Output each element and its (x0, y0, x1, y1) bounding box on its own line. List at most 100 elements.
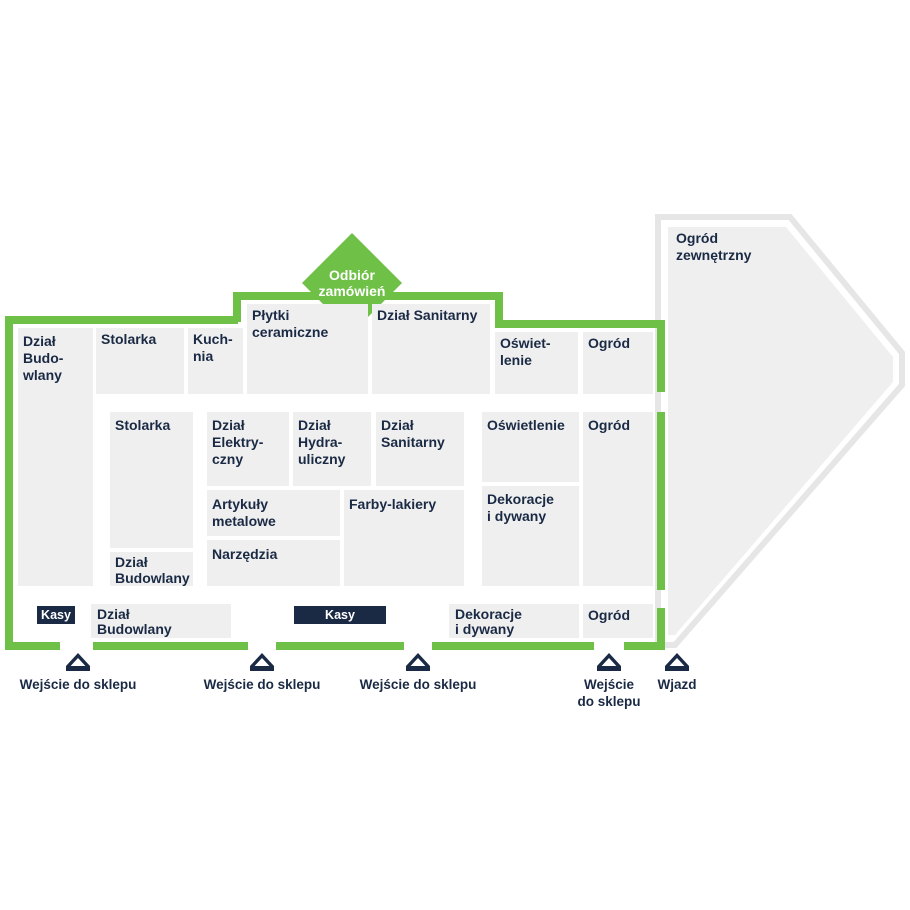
garden-label-line2: zewnętrzny (676, 247, 752, 263)
zone-artykuly[interactable]: Artykuły metalowe (207, 490, 340, 536)
zone-label: Dział (115, 554, 148, 570)
checkout-left[interactable]: Kasy (37, 606, 75, 624)
zone-label: Płytki (252, 307, 289, 323)
zone-ogrod-top-area (583, 332, 653, 394)
zone-dekoracje-bottom[interactable]: Dekoracje i dywany (449, 604, 579, 638)
zone-sanitarny-top[interactable]: Dział Sanitarny (372, 304, 490, 394)
zone-label: Sanitarny (381, 434, 445, 450)
vehicle-entrance-label: Wjazd (658, 677, 697, 692)
zone-ogrod-mid-area (583, 412, 653, 586)
entrance-arrow-icon (665, 653, 689, 671)
wall-bottom-5 (624, 642, 665, 650)
entrance-1[interactable]: Wejście do sklepu (20, 653, 137, 692)
checkout-left-bar (37, 606, 75, 624)
zone-budowlany-left[interactable]: Dział Budo- wlany (18, 328, 93, 586)
zone-sanitarny-mid-area (376, 412, 464, 486)
checkout-center[interactable]: Kasy (294, 606, 386, 624)
pickup-label-line1: Odbiór (329, 267, 375, 283)
zone-label: Artykuły (212, 496, 268, 512)
zone-label: Oświetlenie (487, 417, 565, 433)
zone-label: Narzędzia (212, 546, 278, 562)
zone-label: i dywany (455, 621, 514, 637)
entrance-label: do sklepu (577, 694, 640, 709)
entrance-arrow-icon (665, 666, 689, 671)
zone-budowlany-mid[interactable]: Dział Budowlany (110, 552, 193, 586)
entrance-4[interactable]: Wejście do sklepu (577, 653, 641, 709)
entrance-label: Wejście do sklepu (360, 677, 477, 692)
vehicle-entrance[interactable]: Wjazd (658, 653, 697, 692)
zone-hydrauliczny[interactable]: Dział Hydra- uliczny (293, 412, 371, 486)
zone-label: Ogród (588, 607, 630, 623)
zone-elektryczny[interactable]: Dział Elektry- czny (207, 412, 289, 486)
wall-bottom-1 (5, 642, 60, 650)
zone-label: Budowlany (97, 621, 172, 637)
wall-bottom-4 (432, 642, 594, 650)
zone-label: Dział (23, 333, 56, 349)
wall-right-upper (657, 320, 665, 392)
zone-label: Farby-lakiery (349, 496, 436, 512)
zone-dekoracje-mid[interactable]: Dekoracje i dywany (482, 486, 579, 586)
zone-stolarka-mid-area (110, 412, 193, 548)
entrance-2[interactable]: Wejście do sklepu (204, 653, 321, 692)
zone-budowlany-left-area (18, 328, 93, 586)
zone-plytki[interactable]: Płytki ceramiczne (247, 304, 368, 394)
outdoor-garden-fill (668, 227, 893, 635)
zone-label: metalowe (212, 513, 276, 529)
wall-bottom-2 (93, 642, 248, 650)
entrance-arrow-icon (250, 666, 274, 671)
entrance-arrow-icon (597, 666, 621, 671)
zone-label: czny (212, 451, 243, 467)
zone-ogrod-mid[interactable]: Ogród (583, 412, 653, 586)
zone-budowlany-mid-area (110, 552, 193, 586)
wall-left (5, 316, 13, 650)
zone-oswietlenie-mid[interactable]: Oświetlenie (482, 412, 579, 482)
checkout-center-label: Kasy (325, 608, 355, 622)
zone-oswietlenie-top-area (495, 332, 578, 394)
zone-label: Oświet- (500, 335, 551, 351)
zone-label: Kuch- (193, 331, 233, 347)
zone-narzedzia[interactable]: Narzędzia (207, 540, 340, 586)
zone-elektryczny-area (207, 412, 289, 486)
garden-label-line1: Ogród (676, 230, 718, 246)
outdoor-garden-area[interactable]: Ogród zewnętrzny (655, 214, 905, 648)
zone-farby[interactable]: Farby-lakiery (344, 490, 464, 586)
zone-sanitarny-mid[interactable]: Dział Sanitarny (376, 412, 464, 486)
entrance-label: Wejście do sklepu (20, 677, 137, 692)
zone-budowlany-bottom[interactable]: Dział Budowlany (91, 604, 231, 638)
entrance-arrow-icon (66, 666, 90, 671)
zone-label: Dział (298, 417, 331, 433)
zone-oswietlenie-top[interactable]: Oświet- lenie (495, 332, 578, 394)
zone-label: Elektry- (212, 434, 264, 450)
zone-label: Dział Sanitarny (377, 307, 478, 323)
zone-artykuly-area (207, 490, 340, 536)
zone-stolarka-mid[interactable]: Stolarka (110, 412, 193, 548)
zone-label: Ogród (588, 417, 630, 433)
zone-stolarka-top[interactable]: Stolarka (96, 328, 184, 394)
zone-hydrauliczny-area (293, 412, 371, 486)
pickup-label-line2: zamówień (319, 283, 386, 299)
wall-step-left (233, 292, 241, 322)
zone-kuchnia[interactable]: Kuch- nia (188, 328, 243, 394)
zone-dekoracje-mid-area (482, 486, 579, 586)
entrance-arrow-icon (597, 653, 621, 671)
checkout-left-label: Kasy (41, 608, 71, 622)
zone-label: Stolarka (115, 417, 170, 433)
zone-label: Dział (212, 417, 245, 433)
wall-top-right (495, 320, 665, 328)
zone-budowlany-bottom-area (91, 604, 231, 638)
zone-label: Dział (97, 606, 130, 622)
zone-label: Budo- (23, 350, 64, 366)
zone-label: nia (193, 348, 213, 364)
entrance-3[interactable]: Wejście do sklepu (360, 653, 477, 692)
zone-label: wlany (22, 367, 62, 383)
zone-ogrod-bottom[interactable]: Ogród (583, 604, 653, 638)
zone-label: Dział (381, 417, 414, 433)
zone-farby-area (344, 490, 464, 586)
wall-step-right (495, 292, 503, 324)
zone-label: Dekoracje (455, 606, 522, 622)
zone-label: ceramiczne (252, 324, 328, 340)
zone-ogrod-top[interactable]: Ogród (583, 332, 653, 394)
wall-top-left (5, 316, 238, 324)
zone-kuchnia-area (188, 328, 243, 394)
